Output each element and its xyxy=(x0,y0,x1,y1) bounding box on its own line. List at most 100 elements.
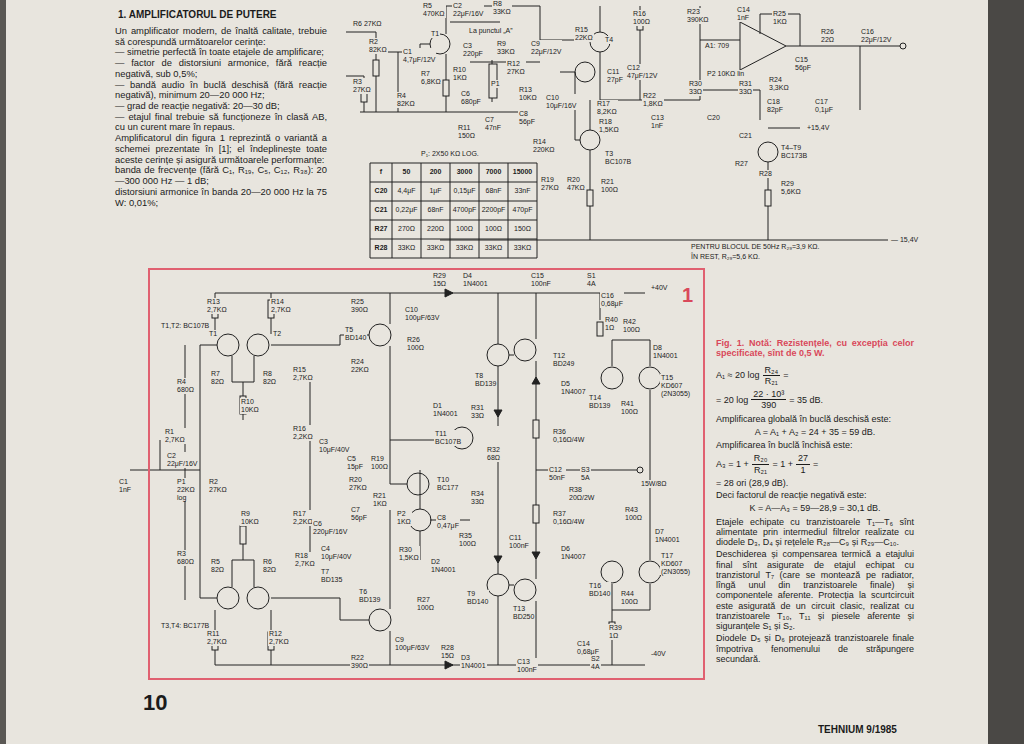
component-label: C18 82pF xyxy=(766,98,784,114)
component-label: C6 680pF xyxy=(460,90,482,106)
component-label: R14 2,7KΩ xyxy=(270,298,292,314)
component-label: C9 100μF/63V xyxy=(394,636,430,652)
table-cell: 200 xyxy=(421,168,450,175)
transistor-symbol xyxy=(217,334,239,356)
body-paragraph: = 28 ori (28,9 dB). xyxy=(716,478,914,488)
component-label: R13 2,7KΩ xyxy=(206,298,228,314)
component-label: P2 10KΩ lin xyxy=(706,70,745,78)
body-paragraph: Amplificarea globală în buclă deschisă e… xyxy=(716,414,914,424)
resistor-symbol xyxy=(587,190,593,206)
component-label: R20 47KΩ xyxy=(566,176,586,192)
component-label: R17 8,2KΩ xyxy=(596,100,618,116)
component-label: C13 1nF xyxy=(650,114,665,130)
terminal-symbol xyxy=(637,467,643,473)
component-label: T6 BD139 xyxy=(358,588,381,604)
table-cell: 4,4μF xyxy=(392,187,421,194)
table-cell: 68nF xyxy=(421,206,450,213)
component-label: C14 0,68μF xyxy=(576,640,600,656)
component-label: R25 390Ω xyxy=(350,298,369,314)
fraction: R₂₀R₂₁ xyxy=(752,453,770,475)
component-label: C8 0,47μF xyxy=(436,514,460,530)
fraction-numerator: 27 xyxy=(796,453,810,464)
table-cell: 33nF xyxy=(508,187,537,194)
body-paragraph: — factor de distorsiuni armonice, fără r… xyxy=(115,58,327,79)
component-label: D3 1N4001 xyxy=(460,654,487,670)
table-cell: 3000 xyxy=(450,168,479,175)
component-label: R8 82Ω xyxy=(262,370,277,386)
component-label: R4 680Ω xyxy=(176,378,195,394)
component-label: R18 1,5KΩ xyxy=(598,118,620,134)
component-label: T9 BD140 xyxy=(466,590,489,606)
component-label: T1 xyxy=(430,30,440,38)
transistor-symbol xyxy=(601,367,623,389)
component-label: R43 100Ω xyxy=(624,506,643,522)
table-cell: 33KΩ xyxy=(450,244,479,251)
body-paragraph: Deci factorul de reacție negativă este: xyxy=(716,490,914,500)
component-label: C11 100nF xyxy=(508,534,530,550)
table-cell: 0,22μF xyxy=(392,206,421,213)
transistor-symbol xyxy=(514,339,536,361)
component-label: C12 47μF/12V xyxy=(626,64,658,80)
component-label: T12 BD249 xyxy=(552,352,575,368)
component-label: T11 BC107B xyxy=(434,430,462,446)
table-cell: 2200pF xyxy=(479,206,508,213)
component-label: R40 1Ω xyxy=(604,316,619,332)
scan-margin xyxy=(988,0,1024,744)
component-label: C16 22μF/12V xyxy=(860,28,892,44)
component-label: +40V xyxy=(650,284,669,292)
component-label: C7 47nF xyxy=(484,116,502,132)
body-paragraph: — etajul final trebuie să funcționeze în… xyxy=(115,112,327,133)
component-label: S1 4A xyxy=(586,272,597,288)
component-label: P1 xyxy=(490,80,501,88)
formula-row: A₁ ≈ 20 logR₂₄R₂₁= xyxy=(716,365,914,387)
component-label: C6 220μF/16V xyxy=(312,520,348,536)
component-label: R31 33Ω xyxy=(738,80,753,96)
component-label: R12 2,7KΩ xyxy=(268,630,290,646)
resistor-symbol xyxy=(533,420,539,438)
component-label: C10 10μF/16V xyxy=(545,94,577,110)
component-label: R22 390Ω xyxy=(350,654,369,670)
component-label: C3 10μF/40V xyxy=(318,438,350,454)
transistor-symbol xyxy=(407,473,429,495)
text-column: Un amplificator modern, de înaltă calita… xyxy=(115,26,327,208)
component-label: T16 BD140 xyxy=(588,582,611,598)
component-label: C16 0,68μF xyxy=(600,292,624,308)
fraction: 22 · 10³390 xyxy=(751,389,786,411)
component-label: R10 10KΩ xyxy=(240,398,260,414)
formula-text: = 35 dB. xyxy=(789,395,823,405)
component-label: R6 27KΩ xyxy=(352,20,383,28)
component-label: T3,T4: BC177B xyxy=(160,622,210,630)
component-label: R20 27KΩ xyxy=(348,476,368,492)
component-label: R37 0,16Ω/4W xyxy=(552,510,585,526)
transistor-symbol xyxy=(369,324,391,346)
resistor-symbol xyxy=(240,526,246,544)
transistor-symbol xyxy=(487,574,509,596)
component-label: C12 50nF xyxy=(548,466,566,482)
table-cell: 4700pF xyxy=(450,206,479,213)
component-label: R44 100Ω xyxy=(620,590,639,606)
body-paragraph: — simetrie perfectă în toate etajele de … xyxy=(115,47,327,58)
transistor-symbol xyxy=(514,579,536,601)
component-label: R10 1KΩ xyxy=(452,66,468,82)
component-label: D4 1N4001 xyxy=(462,272,489,288)
component-label: R32 68Ω xyxy=(486,446,501,462)
fraction-denominator: 390 xyxy=(761,400,776,410)
table-cell: C21 xyxy=(370,206,392,213)
table-cell: 270Ω xyxy=(392,225,421,232)
body-paragraph: distorsiuni armonice în banda 20—20 000 … xyxy=(115,187,327,208)
resistor-symbol xyxy=(533,505,539,523)
component-label: C15 100nF xyxy=(530,272,552,288)
component-label: C3 220pF xyxy=(462,42,484,58)
component-label: R16 2,2KΩ xyxy=(292,425,314,441)
component-label: D1 1N4001 xyxy=(432,402,459,418)
component-label: D7 1N4001 xyxy=(654,528,681,544)
table-cell: 1μF xyxy=(421,187,450,194)
formula-text: A = A₁ + A₂ = 24 + 35 = 59 dB. xyxy=(755,427,875,437)
component-label: R6 82Ω xyxy=(262,558,277,574)
component-label: T4–T9 BC173B xyxy=(780,144,808,160)
resistor-symbol xyxy=(443,80,449,96)
transistor-symbol xyxy=(369,609,391,631)
component-label: R24 22KΩ xyxy=(350,358,370,374)
table-cell: 33KΩ xyxy=(421,244,450,251)
component-label: D6 1N4007 xyxy=(560,545,587,561)
